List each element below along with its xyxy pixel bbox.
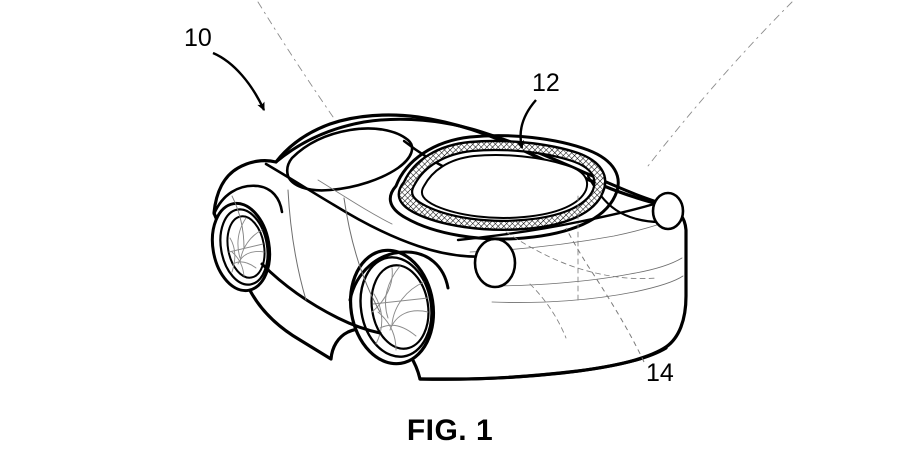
door-shut-line — [287, 189, 307, 301]
vehicle-body — [210, 113, 688, 381]
rear-wheel-arch — [348, 250, 450, 302]
side-window-glass — [285, 127, 414, 192]
left-tail-light — [473, 237, 517, 289]
front-nose-contour — [231, 195, 245, 249]
right-tail-light — [651, 191, 685, 231]
construction-lines — [257, 1, 793, 173]
construction-line-upper-right — [647, 1, 793, 167]
rear-window-seal-outer-edge — [397, 139, 607, 231]
rocker-panel-line — [260, 262, 382, 335]
shoulder-line — [456, 202, 656, 242]
rear-wheel-spokes — [371, 265, 429, 351]
front-wheel-arch — [212, 184, 284, 216]
rear-wheel — [348, 248, 436, 366]
rear-window-glass — [420, 154, 588, 219]
hidden-seam-arc — [505, 231, 657, 280]
rear-window-seal-inner-edge — [411, 148, 596, 222]
front-wheel-spokes — [228, 217, 265, 277]
rear-hidden-seams — [505, 195, 657, 339]
figure-caption: FIG. 1 — [407, 414, 493, 447]
rear-window-surround — [388, 134, 620, 241]
hidden-seam-lower — [529, 283, 567, 339]
ref-leader-14 — [565, 227, 645, 363]
rear-window-seal-band — [397, 139, 607, 231]
reference-callout-12: 12 — [516, 69, 560, 150]
side-scoop-line — [317, 179, 393, 225]
reference-callout-10: 10 — [184, 24, 266, 112]
ref-label-12: 12 — [532, 69, 560, 97]
deck-contour-3 — [491, 275, 684, 303]
front-wheel — [210, 201, 272, 293]
ref-label-14: 14 — [646, 359, 674, 387]
construction-line-upper-left — [257, 1, 373, 173]
reference-callout-14: 14 — [565, 227, 674, 387]
ref-leader-12 — [516, 99, 537, 150]
rear-fender-crease — [343, 197, 381, 313]
ref-label-10: 10 — [184, 24, 212, 52]
ref-leader-10 — [212, 51, 266, 112]
belt-line — [264, 162, 494, 258]
